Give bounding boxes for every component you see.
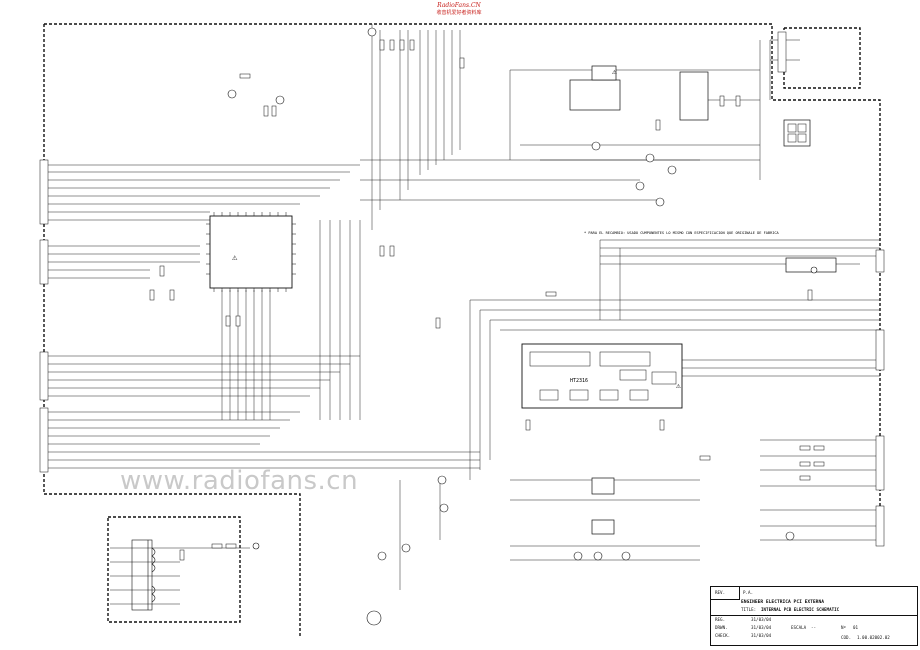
row-date-reg: 31/03/04 — [751, 617, 772, 622]
scale-label: ESCALA — [791, 625, 807, 630]
drawing-code: 1.00.02002.02 — [857, 635, 890, 640]
audio-processor-chip: HT2316 ⚠ — [521, 343, 683, 409]
wiring — [44, 24, 880, 605]
sheet-label: Nº — [841, 625, 847, 630]
row-label-reg: REG. — [715, 617, 726, 622]
microcontroller-chip: ⚠ — [206, 212, 296, 292]
row-label-check: CHECK. — [715, 633, 731, 638]
transistors — [227, 27, 818, 626]
brand-header: RadioFans.CN — [437, 2, 481, 9]
audio-chip-label: HT2316 — [570, 378, 588, 384]
scale-value: -- — [811, 625, 817, 630]
warning-note: * PARA EL RECAMBIO: USADO CUMPONENTES LO… — [584, 231, 780, 235]
title-block: REV. P.A. ENGINEER ELECTRICA PCI EXTERNA… — [710, 586, 918, 646]
right-connectors — [777, 31, 885, 547]
regulator-blocks — [569, 65, 837, 535]
rev-header: REV. — [715, 590, 726, 595]
watermark: www.radiofans.cn — [120, 466, 359, 496]
pa-header: P.A. — [743, 590, 754, 595]
sheet-number: 01 — [853, 625, 859, 630]
passive-components — [149, 39, 825, 561]
code-label: COD. — [841, 635, 852, 640]
power-supply-outline — [107, 516, 241, 623]
row-date-check: 31/03/04 — [751, 633, 772, 638]
row-date-drwn: 31/03/04 — [751, 625, 772, 630]
brand-subtitle: 收音机爱好者资料库 — [436, 10, 482, 16]
audio-chip-warning-icon: ⚠ — [676, 381, 681, 390]
row-label-drwn: DRWN. — [715, 625, 728, 630]
company-name: ENGINEER ELECTRICA PCI EXTERNA — [741, 600, 824, 605]
regulator-warning-icon: ⚠ — [612, 67, 617, 76]
drawing-title: INTERNAL PCB ELECTRIC SCHEMATIC — [761, 607, 840, 612]
left-connectors — [39, 159, 49, 473]
warning-icon: ⚠ — [232, 253, 238, 263]
transformer — [131, 539, 156, 611]
title-label: TITLE: — [741, 607, 757, 612]
